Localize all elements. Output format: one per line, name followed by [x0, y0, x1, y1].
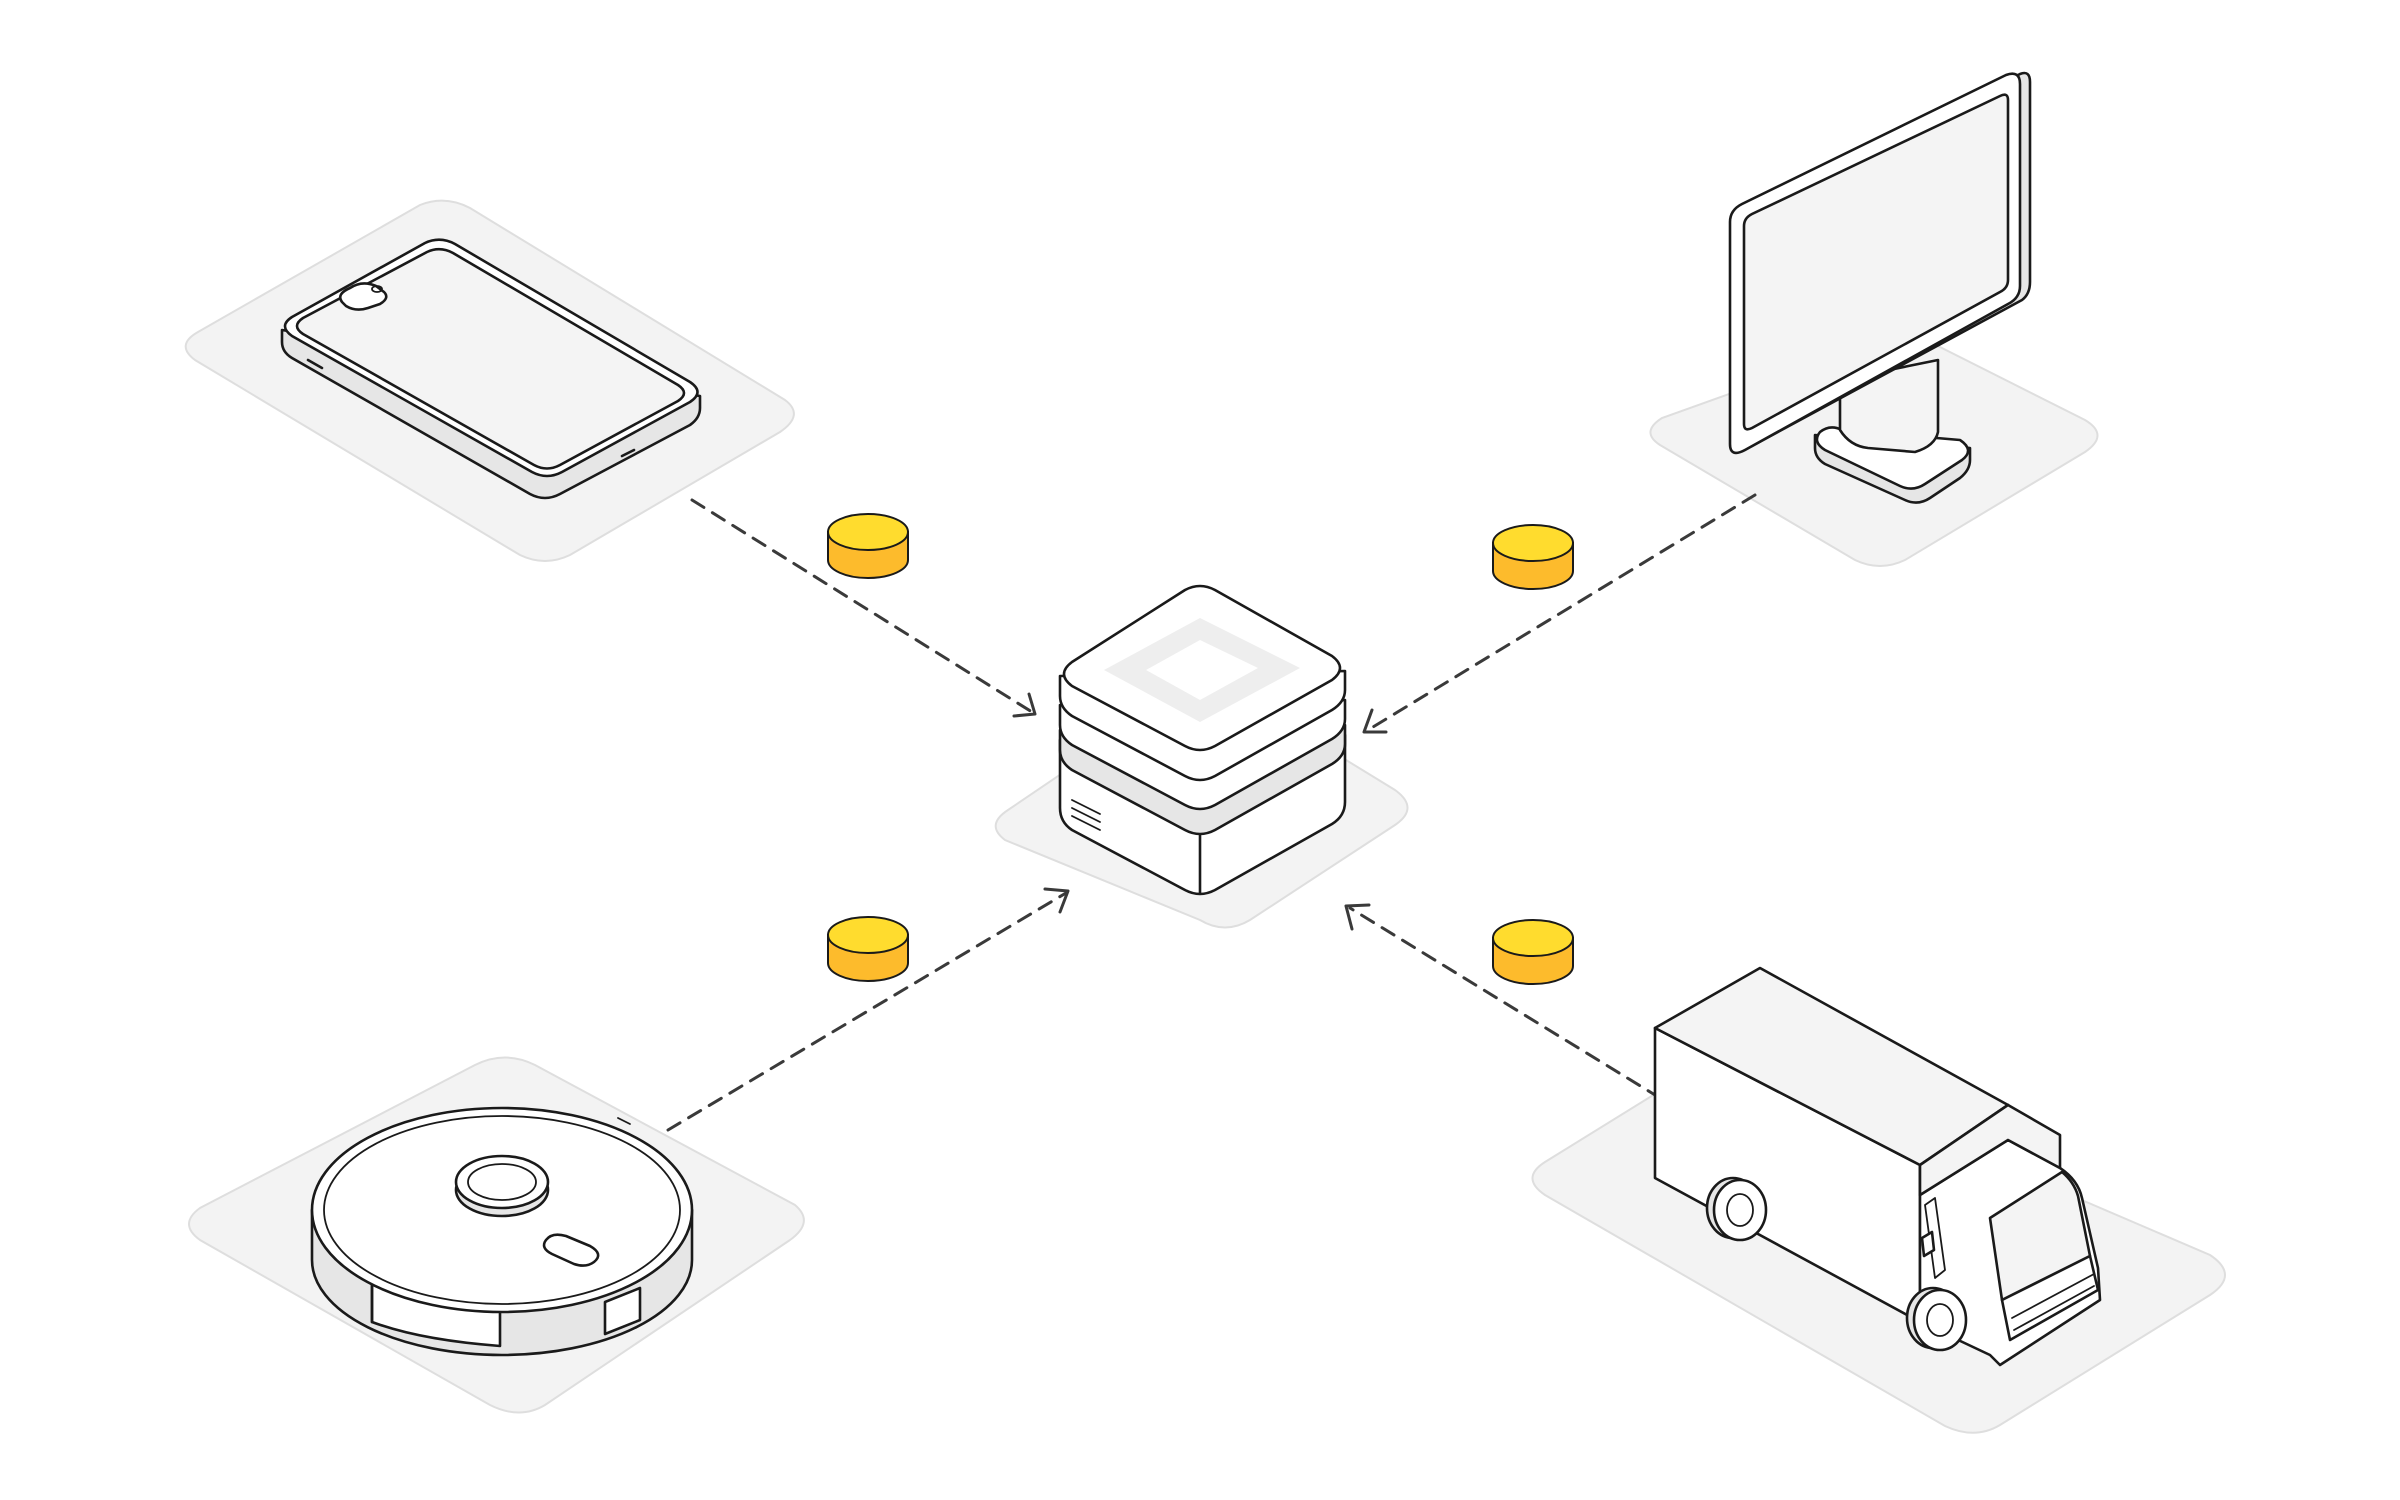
delivery-truck-icon	[1653, 966, 2102, 1367]
edge-smartphone-to-hub	[690, 498, 1037, 718]
edge-monitor-to-hub	[1362, 493, 1757, 734]
edge-delivery-truck-to-hub	[1344, 903, 1662, 1100]
coin-icon	[1492, 919, 1574, 985]
monitor-icon	[1728, 71, 2032, 504]
robot-vacuum-icon	[310, 1106, 694, 1357]
smartphone-icon	[280, 238, 702, 500]
coin-icon	[1492, 524, 1574, 590]
server-hub-icon	[1058, 584, 1347, 896]
coin-icon	[827, 513, 909, 579]
coin-icon	[827, 916, 909, 982]
edge-robot-vacuum-to-hub	[666, 887, 1070, 1132]
